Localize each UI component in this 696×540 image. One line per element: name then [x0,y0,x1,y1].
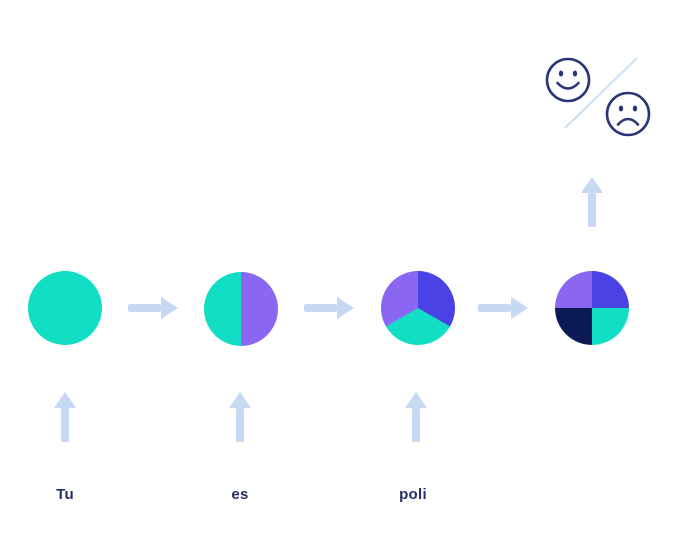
input-word-label: poli [399,486,427,503]
arrow-right-icon [128,297,178,319]
arrow-head [581,177,603,193]
arrow-head [511,297,528,319]
arrow-head [337,297,354,319]
arrow-shaft [412,408,420,442]
arrow-up-icon [54,392,76,442]
arrow-shaft [61,408,69,442]
arrow-head [229,392,251,408]
input-word-label: Tu [56,486,74,503]
happy-face-icon [545,57,591,103]
sad-face-icon [605,91,651,137]
input-word-label: es [231,486,249,503]
arrow-head [54,392,76,408]
state-pie-3 [381,271,455,345]
arrow-shaft [128,304,161,312]
arrow-right-icon [304,297,354,319]
arrow-shaft [236,408,244,442]
arrow-up-icon [229,392,251,442]
arrow-up-icon [581,177,603,227]
slash-divider-icon [564,57,638,129]
arrow-up-icon [405,392,427,442]
arrow-shaft [588,193,596,227]
arrow-shaft [304,304,337,312]
arrow-head [405,392,427,408]
arrow-shaft [478,304,511,312]
arrow-right-icon [478,297,528,319]
state-pie-1 [28,271,102,345]
sentiment-output-icons [545,57,651,137]
arrow-head [161,297,178,319]
state-pie-2 [204,272,278,346]
state-pie-4 [555,271,629,345]
